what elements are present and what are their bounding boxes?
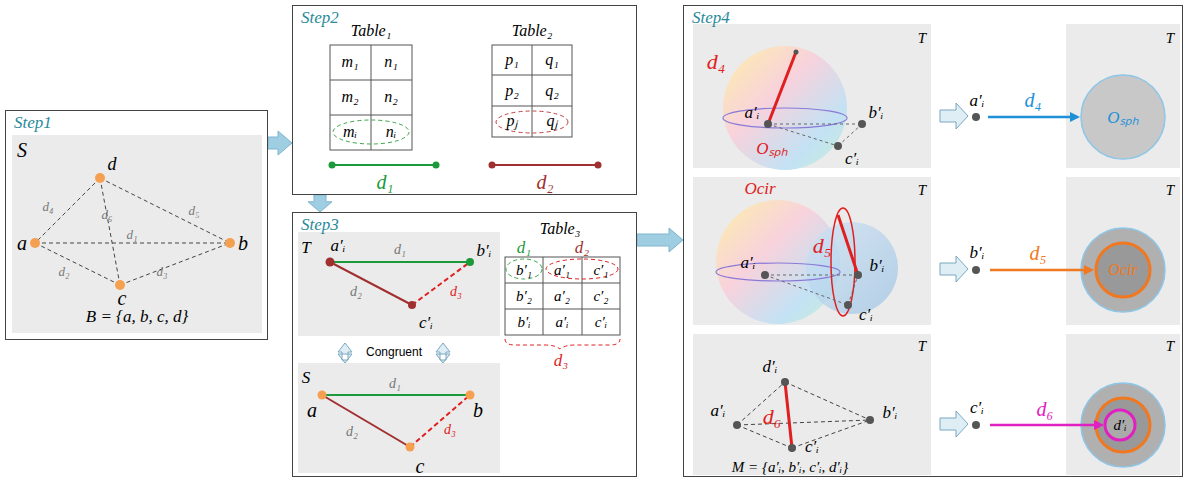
math-label: T [301, 239, 310, 256]
math-label: T [1166, 339, 1174, 354]
math-label: c′ᵢ [419, 314, 433, 331]
math-label: m₂ [341, 89, 358, 105]
math-label: Table₂ [512, 23, 553, 39]
math-label: p₁ [505, 52, 519, 68]
math-label: T [1166, 31, 1174, 46]
step-panel: Step4 [683, 5, 1183, 477]
math-label: d₄ [42, 200, 53, 213]
math-label: b [238, 233, 248, 253]
math-label: d₅ [188, 204, 199, 217]
math-label: a′ᵢ [745, 104, 760, 121]
math-label: c′ᵢ [845, 150, 859, 167]
math-label: d₁ [517, 239, 531, 256]
flow-arrow [308, 195, 332, 212]
math-label: c [416, 456, 425, 476]
math-label: m₁ [341, 54, 358, 70]
math-label: d₃ [450, 285, 462, 299]
math-label: b′ᵢ [870, 257, 885, 274]
math-label: d₆ [763, 406, 782, 428]
math-label: S [302, 369, 311, 386]
math-label: p₂ [505, 83, 519, 99]
math-label: T [918, 31, 926, 46]
math-label: d₁ [377, 172, 394, 192]
math-label: d₃ [554, 352, 568, 369]
math-label: q₁ [545, 52, 559, 68]
math-label: Oₛₚₕ [1107, 109, 1138, 126]
math-label: d₄ [707, 51, 726, 73]
flow-arrow [637, 228, 683, 252]
math-label: c′ᵢ [859, 306, 873, 323]
math-label: T [918, 183, 926, 198]
math-label: b′ᵢ [477, 242, 492, 259]
math-label: a′ᵢ [555, 315, 568, 330]
math-label: M = {a′ᵢ, b′ᵢ, c′ᵢ, d′ᵢ} [732, 460, 848, 475]
math-label: qⱼ [547, 113, 558, 129]
math-label: d₅ [813, 235, 832, 257]
math-label: q₂ [545, 83, 559, 99]
math-label: d [108, 155, 117, 173]
math-label: d₃ [444, 423, 456, 437]
math-label: d₂ [58, 265, 69, 278]
math-label: c′ᵢ [970, 399, 984, 416]
math-label: c′ᵢ [805, 438, 819, 455]
math-label: d₂ [346, 425, 358, 439]
math-label: Ocir [744, 180, 775, 197]
math-label: d′ᵢ [1113, 418, 1126, 433]
math-label: d₁ [389, 377, 401, 391]
step-title: Step4 [692, 8, 730, 28]
step-title: Step3 [301, 215, 339, 235]
math-label: b [473, 400, 483, 420]
math-label: d₆ [101, 208, 112, 221]
math-label: a [17, 233, 27, 253]
math-label: c′₂ [593, 289, 608, 304]
math-label: a′ᵢ [970, 92, 985, 109]
math-label: d₁ [394, 243, 406, 257]
math-label: a′₂ [554, 289, 570, 304]
math-label: S [17, 140, 27, 160]
math-label: d₂ [537, 172, 554, 192]
math-label: Congruent [366, 346, 422, 358]
step-title: Step1 [14, 113, 52, 133]
math-label: a′ᵢ [741, 254, 756, 271]
math-label: Oₛₚₕ [756, 140, 787, 157]
math-label: B = {a, b, c, d} [86, 308, 189, 325]
math-label: d₂ [575, 239, 589, 256]
math-label: d₄ [1025, 90, 1042, 110]
math-label: n₁ [384, 54, 398, 70]
math-label: d₁ [126, 228, 137, 241]
flow-arrow [268, 131, 292, 155]
math-label: a′₁ [554, 263, 570, 278]
math-label: d₆ [1037, 399, 1054, 419]
math-label: b′₂ [516, 289, 532, 304]
step-title: Step2 [301, 8, 339, 28]
math-label: a [307, 400, 317, 420]
math-label: b′ᵢ [869, 104, 884, 121]
math-label: mᵢ [343, 124, 357, 140]
math-label: T [1166, 183, 1174, 198]
math-label: T [918, 339, 926, 354]
math-label: pⱼ [507, 113, 518, 129]
math-label: d₃ [156, 265, 167, 278]
math-label: a′ᵢ [711, 402, 726, 419]
math-label: b′ᵢ [517, 315, 530, 330]
step-panel: Step1 [5, 110, 268, 340]
math-label: Table₃ [540, 221, 581, 237]
math-label: b′₁ [516, 263, 532, 278]
math-label: a′ᵢ [331, 237, 346, 254]
math-label: nᵢ [386, 124, 397, 140]
math-label: d₂ [350, 285, 362, 299]
math-label: d₅ [1030, 243, 1047, 263]
math-label: c′ᵢ [595, 315, 607, 330]
math-label: Table₁ [351, 23, 392, 39]
math-label: d′ᵢ [763, 358, 778, 375]
math-label: c′₁ [593, 263, 608, 278]
math-label: c [118, 288, 127, 308]
math-label: n₂ [384, 89, 398, 105]
math-label: Ocir [1108, 262, 1137, 278]
math-label: b′ᵢ [883, 404, 898, 421]
math-label: b′ᵢ [970, 244, 985, 261]
